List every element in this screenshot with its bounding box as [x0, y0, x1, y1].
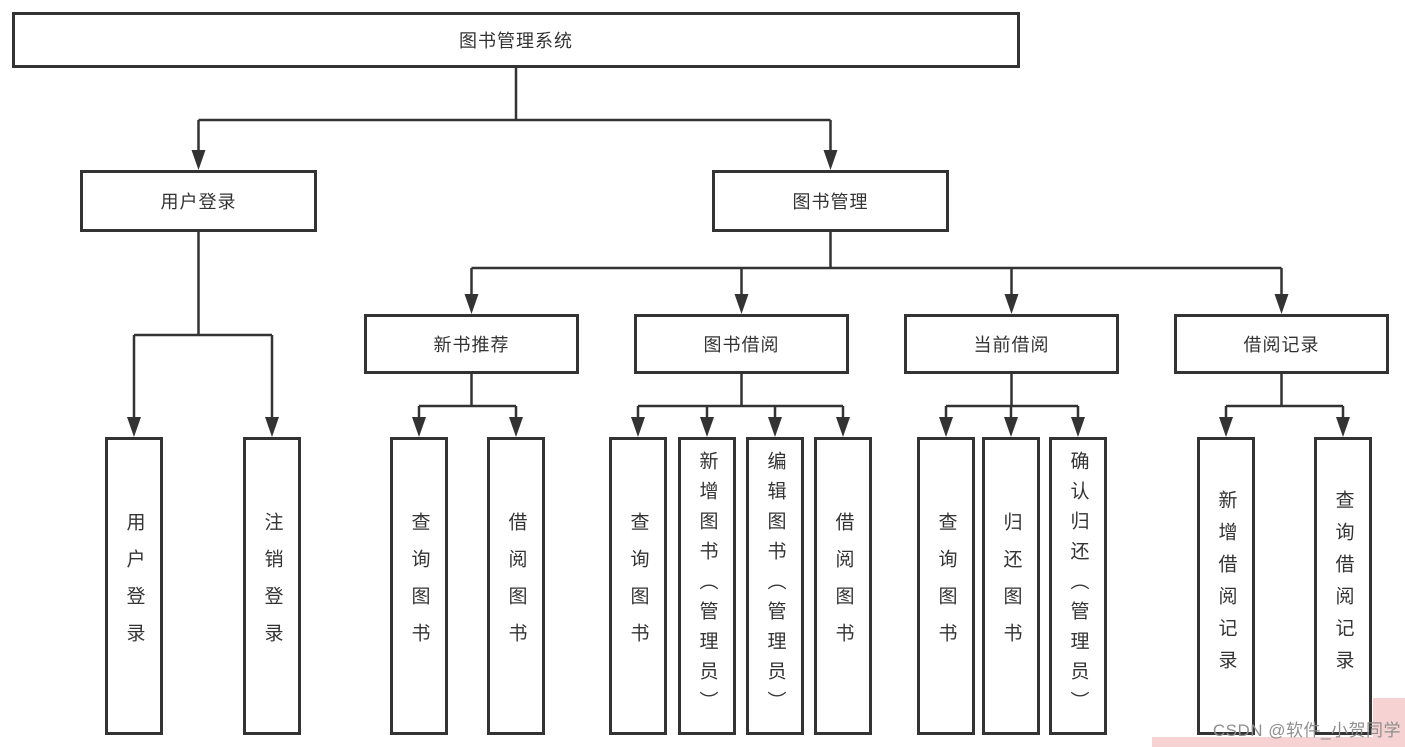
leaf-confirm-return-admin: 确认归还（管理员）	[1049, 437, 1107, 735]
leaf-borrow-books-1: 借阅图书	[487, 437, 545, 735]
leaf-query-borrow-record: 查询借阅记录	[1314, 437, 1372, 735]
watermark-pink-strip	[1152, 737, 1405, 747]
node-current-borrow: 当前借阅	[904, 314, 1119, 374]
leaf-logout: 注销登录	[243, 437, 301, 735]
leaf-borrow-books-2: 借阅图书	[814, 437, 872, 735]
node-new-book-recommend: 新书推荐	[364, 314, 579, 374]
node-root: 图书管理系统	[12, 12, 1020, 68]
leaf-return-books: 归还图书	[982, 437, 1040, 735]
node-book-management: 图书管理	[712, 170, 949, 232]
leaf-add-borrow-record: 新增借阅记录	[1197, 437, 1255, 735]
csdn-watermark: CSDN @软件_小贺同学	[1212, 721, 1401, 740]
leaf-query-books-1: 查询图书	[390, 437, 448, 735]
leaf-add-books-admin: 新增图书（管理员）	[678, 437, 736, 735]
node-user-login: 用户登录	[80, 170, 317, 232]
leaf-edit-books-admin: 编辑图书（管理员）	[746, 437, 804, 735]
leaf-query-books-3: 查询图书	[917, 437, 975, 735]
node-book-borrow: 图书借阅	[634, 314, 849, 374]
leaf-user-login: 用户登录	[105, 437, 163, 735]
node-borrow-records: 借阅记录	[1174, 314, 1389, 374]
leaf-query-books-2: 查询图书	[609, 437, 667, 735]
